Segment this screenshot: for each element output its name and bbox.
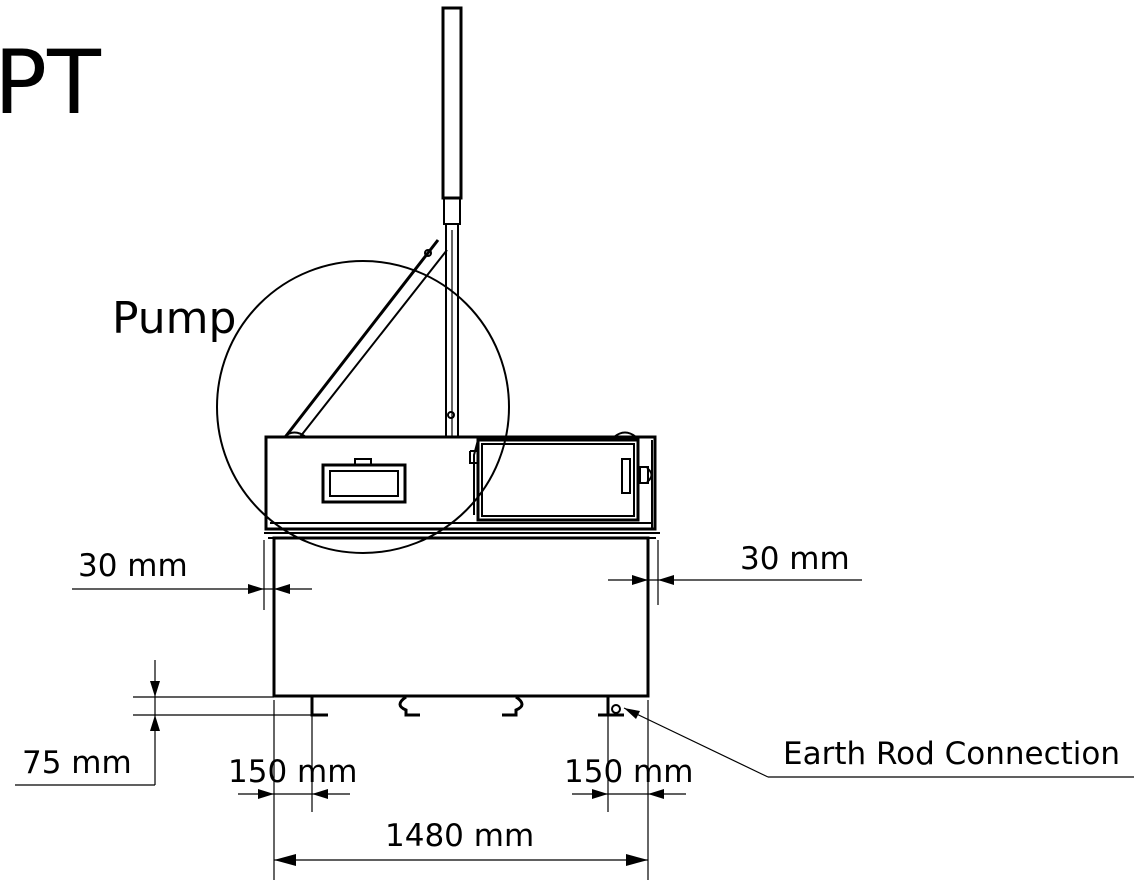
dimension-overall-width: 1480 mm (273, 700, 649, 880)
pump-label: Pump (112, 293, 236, 344)
dimension-left-offset: 30 mm (72, 540, 312, 610)
dimension-right-foot: 150 mm (564, 716, 693, 812)
mast (424, 6, 463, 437)
earth-rod-leader: Earth Rod Connection (623, 707, 1134, 778)
right-foot-label: 150 mm (564, 754, 693, 790)
earth-rod-label: Earth Rod Connection (783, 736, 1120, 772)
pump-callout-circle (216, 260, 510, 554)
support-strut (283, 239, 448, 438)
dimension-height: 75 mm (15, 660, 312, 786)
upper-cabinet (264, 431, 660, 539)
tank-body (272, 536, 650, 717)
left-foot-label: 150 mm (228, 754, 357, 790)
dimension-right-offset: 30 mm (608, 540, 862, 605)
dimension-left-foot: 150 mm (228, 716, 357, 812)
left-offset-label: 30 mm (78, 548, 188, 584)
overall-width-label: 1480 mm (385, 818, 534, 854)
height-label: 75 mm (22, 745, 132, 781)
drawing-title: PT (0, 31, 102, 134)
right-offset-label: 30 mm (740, 541, 850, 577)
